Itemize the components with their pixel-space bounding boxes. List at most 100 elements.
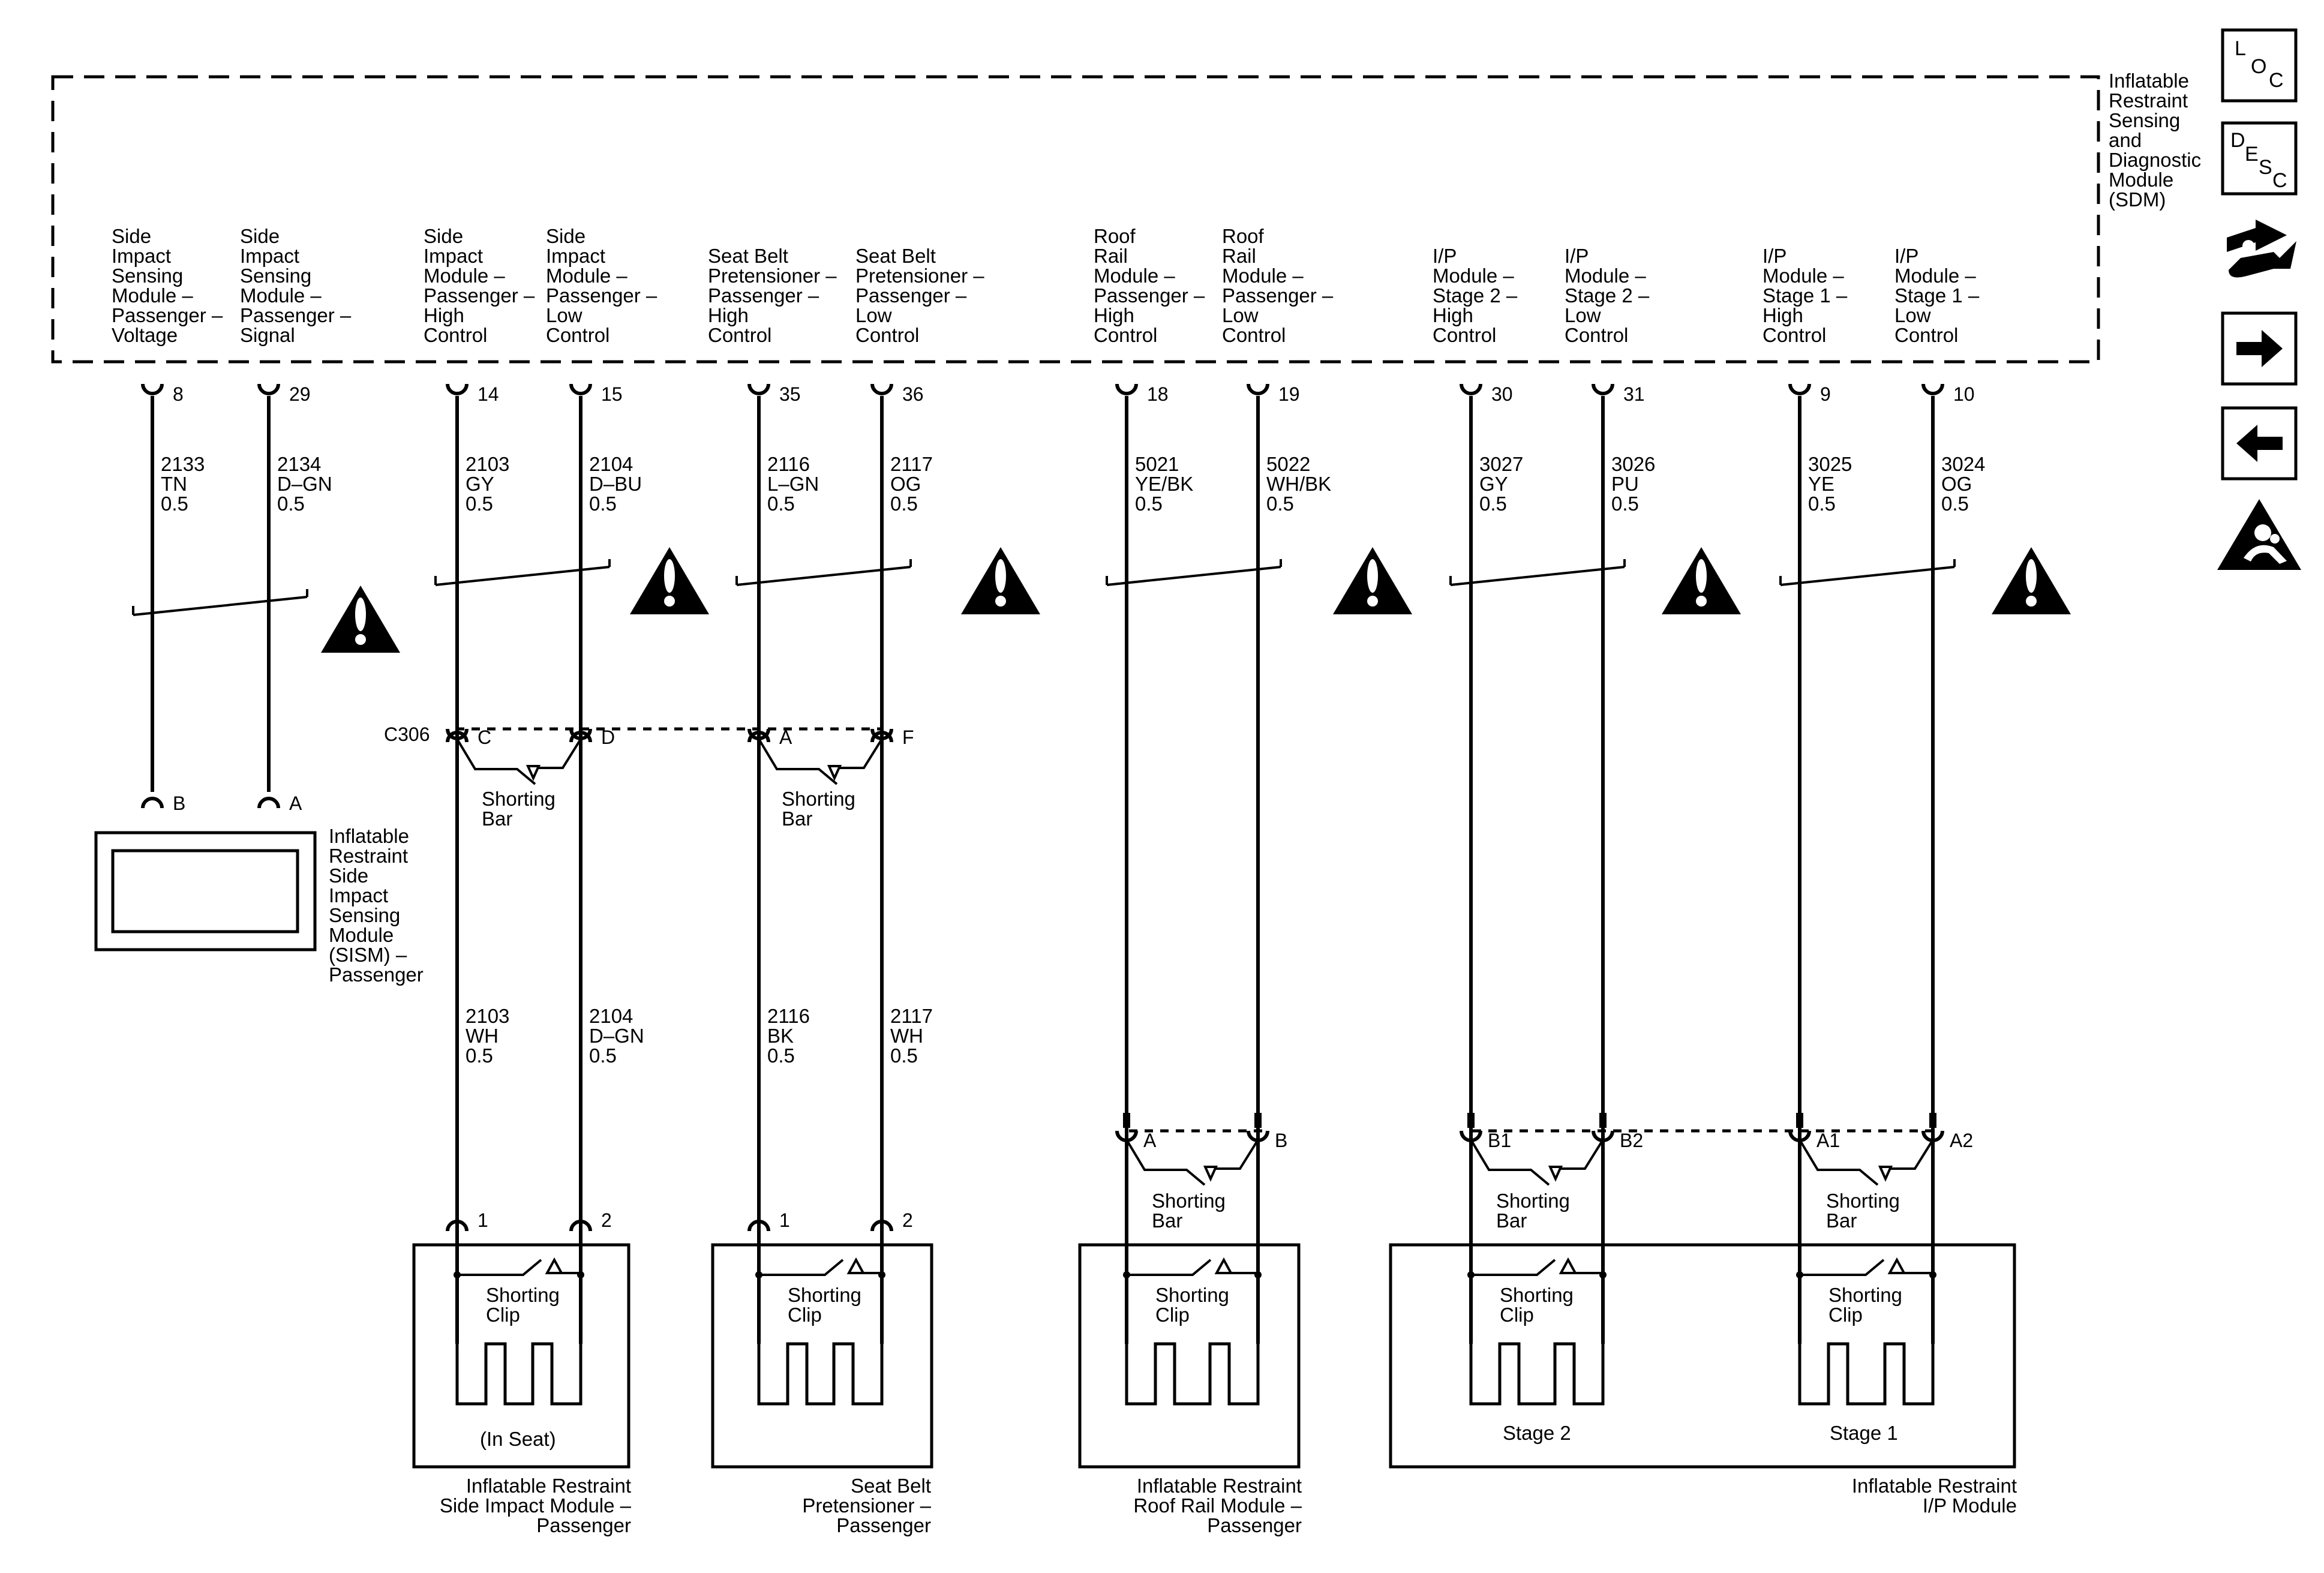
connector-terminal xyxy=(1467,1113,1475,1128)
side-impact-module-box xyxy=(412,1243,630,1469)
connector-pin-label: 2 xyxy=(902,1209,913,1231)
pin-terminal xyxy=(1460,383,1482,395)
sdm-pin-number: 18 xyxy=(1147,383,1169,405)
ip-stage1-label: Stage 1 xyxy=(1830,1422,1898,1444)
connector-pin-label: A xyxy=(1143,1130,1157,1151)
connector-pin-label: 1 xyxy=(779,1209,790,1231)
side-impact-in-seat-label: (In Seat) xyxy=(480,1428,556,1450)
connector-pin-label: C xyxy=(478,727,491,748)
pin-terminal xyxy=(1115,383,1138,395)
pin-terminal xyxy=(870,1220,893,1232)
connector-pin-label: A xyxy=(289,792,302,814)
pin-terminal xyxy=(569,1220,592,1232)
pin-terminal xyxy=(569,383,592,395)
c306-connector-label: C306 xyxy=(384,724,430,745)
sdm-pin-number: 15 xyxy=(601,383,623,405)
connector-terminal xyxy=(1123,1113,1130,1128)
sdm-pin-number: 8 xyxy=(173,383,184,405)
svg-text:E: E xyxy=(2245,143,2259,166)
sdm-pin-number: 36 xyxy=(902,383,924,405)
twisted-pair-marker xyxy=(1780,566,1955,586)
connector-pin-label: B2 xyxy=(1620,1130,1643,1151)
warning-icon[interactable] xyxy=(1662,547,1741,614)
warning-icon[interactable] xyxy=(321,586,400,653)
svg-text:L: L xyxy=(2235,37,2246,60)
shorting-bar xyxy=(1548,1139,1604,1182)
warning-icon[interactable] xyxy=(630,547,709,614)
warning-icon[interactable] xyxy=(961,547,1040,614)
connector-pin-label: A xyxy=(779,727,792,748)
shorting-bar xyxy=(456,738,536,785)
connector-terminal xyxy=(1254,1113,1262,1128)
pin-terminal xyxy=(1921,383,1944,395)
svg-text:S: S xyxy=(2259,156,2272,179)
connector-pin-label: 2 xyxy=(601,1209,612,1231)
pin-terminal xyxy=(569,728,592,740)
twisted-pair-marker xyxy=(736,566,911,586)
twisted-pair-marker xyxy=(435,566,610,586)
shorting-bar xyxy=(1470,1139,1550,1186)
svg-text:D: D xyxy=(2230,129,2245,152)
connector-pin-label: B xyxy=(1275,1130,1287,1151)
svg-text:C: C xyxy=(2272,169,2287,192)
warning-icon[interactable] xyxy=(1992,547,2071,614)
sdm-pin-number: 10 xyxy=(1953,383,1975,405)
pretensioner-module-box xyxy=(711,1243,933,1469)
svg-text:C: C xyxy=(2269,69,2284,92)
pin-terminal xyxy=(870,731,893,743)
pin-terminal xyxy=(747,1220,770,1232)
airbag-person-icon[interactable] xyxy=(2217,499,2301,570)
pin-terminal xyxy=(870,383,893,395)
pin-terminal xyxy=(1788,383,1811,395)
twisted-pair-marker xyxy=(1106,566,1281,586)
pin-terminal xyxy=(141,797,164,809)
next-arrow-icon[interactable] xyxy=(2221,311,2298,386)
loc-icon[interactable]: L O C xyxy=(2221,28,2298,103)
connector-pin-label: A1 xyxy=(1816,1130,1840,1151)
pin-terminal xyxy=(1592,383,1614,395)
connector-wrench-icon[interactable] xyxy=(2227,220,2296,278)
connector-terminal xyxy=(1929,1113,1936,1128)
sism-module-box xyxy=(94,831,317,951)
pin-terminal xyxy=(446,383,469,395)
twisted-pair-marker xyxy=(133,596,308,616)
shorting-bar xyxy=(758,738,838,785)
desc-icon[interactable]: D E S C xyxy=(2221,121,2298,196)
sdm-pin-number: 14 xyxy=(478,383,499,405)
connector-pin-label: B xyxy=(173,792,185,814)
previous-arrow-icon[interactable] xyxy=(2221,406,2298,481)
pin-terminal xyxy=(747,728,770,740)
sism-module-inner xyxy=(111,849,299,933)
warning-icon[interactable] xyxy=(1333,547,1412,614)
pin-terminal xyxy=(747,731,770,743)
